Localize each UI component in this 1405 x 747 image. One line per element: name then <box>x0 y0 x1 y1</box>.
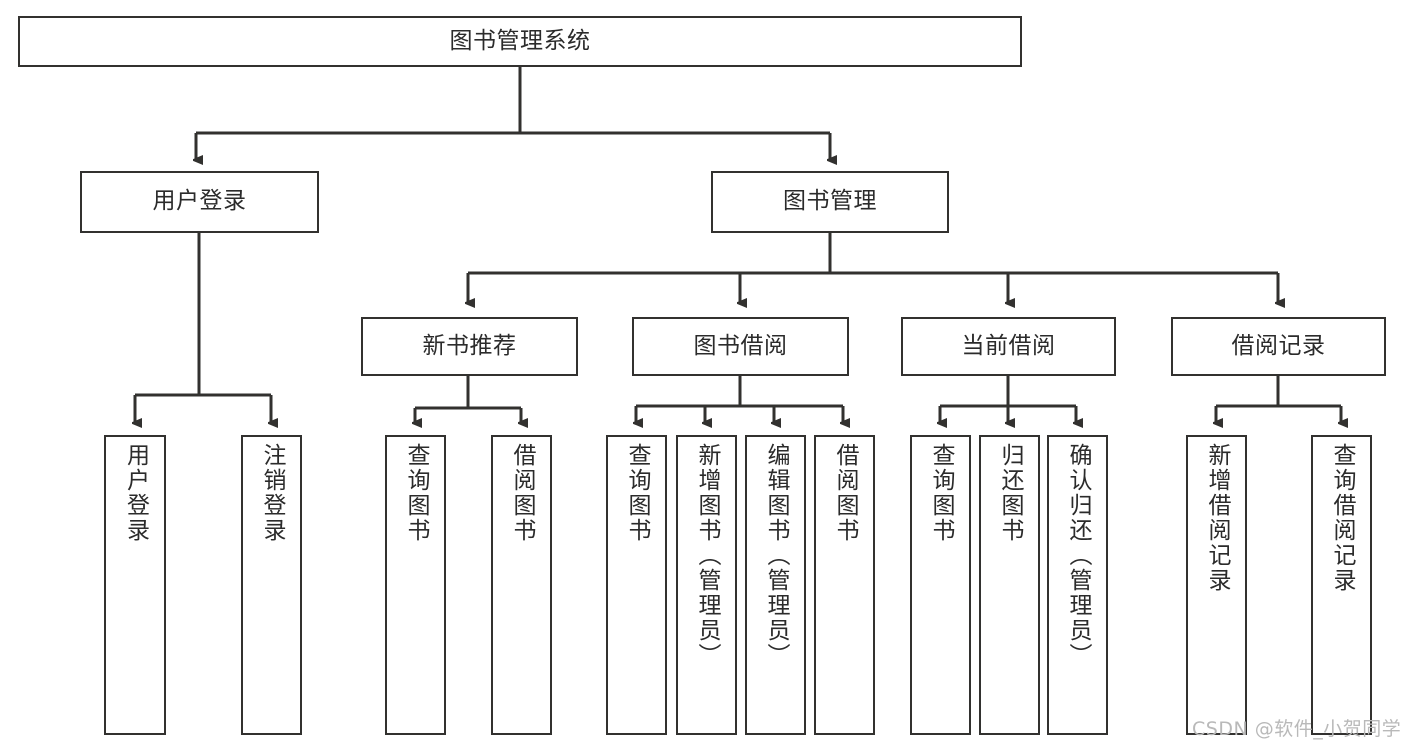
leaf-query-record-label: 查询借阅记录 <box>1329 443 1355 593</box>
leaf-confirm-return-label: 确认归还（管理员） <box>1065 443 1091 668</box>
leaf-query-book-1[interactable]: 查询图书 <box>385 435 446 735</box>
leaf-user-login-label: 用户登录 <box>122 443 149 543</box>
leaf-edit-book[interactable]: 编辑图书（管理员） <box>745 435 806 735</box>
leaf-confirm-return[interactable]: 确认归还（管理员） <box>1047 435 1108 735</box>
leaf-add-book[interactable]: 新增图书（管理员） <box>676 435 737 735</box>
leaf-borrow-book-1[interactable]: 借阅图书 <box>491 435 552 735</box>
node-borrow-record-label: 借阅记录 <box>1231 332 1326 359</box>
node-book-management[interactable]: 图书管理 <box>711 171 949 233</box>
node-root-label: 图书管理系统 <box>449 27 591 54</box>
leaf-query-book-3-label: 查询图书 <box>928 443 954 543</box>
leaf-add-book-label: 新增图书（管理员） <box>694 443 720 668</box>
node-borrow-record[interactable]: 借阅记录 <box>1171 317 1386 376</box>
leaf-edit-book-label: 编辑图书（管理员） <box>763 443 789 668</box>
node-new-book-recommend[interactable]: 新书推荐 <box>361 317 578 376</box>
leaf-return-book[interactable]: 归还图书 <box>979 435 1040 735</box>
node-user-login[interactable]: 用户登录 <box>80 171 319 233</box>
leaf-borrow-book-2[interactable]: 借阅图书 <box>814 435 875 735</box>
leaf-query-record[interactable]: 查询借阅记录 <box>1311 435 1372 735</box>
node-root[interactable]: 图书管理系统 <box>18 16 1022 67</box>
node-current-borrow-label: 当前借阅 <box>961 332 1056 359</box>
node-book-management-label: 图书管理 <box>783 188 877 215</box>
leaf-add-record-label: 新增借阅记录 <box>1204 443 1230 593</box>
leaf-logout-login-label: 注销登录 <box>259 443 285 543</box>
leaf-query-book-1-label: 查询图书 <box>403 443 429 543</box>
node-current-borrow[interactable]: 当前借阅 <box>901 317 1116 376</box>
leaf-borrow-book-1-label: 借阅图书 <box>509 443 535 543</box>
node-new-book-recommend-label: 新书推荐 <box>422 332 517 359</box>
csdn-watermark: CSDN @软件_小贺同学 <box>1192 718 1402 740</box>
leaf-query-book-2-label: 查询图书 <box>624 443 650 543</box>
leaf-query-book-3[interactable]: 查询图书 <box>910 435 971 735</box>
leaf-borrow-book-2-label: 借阅图书 <box>832 443 858 543</box>
node-book-borrow[interactable]: 图书借阅 <box>632 317 849 376</box>
leaf-return-book-label: 归还图书 <box>997 443 1023 543</box>
leaf-logout-login[interactable]: 注销登录 <box>241 435 302 735</box>
leaf-query-book-2[interactable]: 查询图书 <box>606 435 667 735</box>
leaf-user-login[interactable]: 用户登录 <box>104 435 166 735</box>
leaf-add-record[interactable]: 新增借阅记录 <box>1186 435 1247 735</box>
node-user-login-label: 用户登录 <box>152 188 247 215</box>
node-book-borrow-label: 图书借阅 <box>693 332 788 359</box>
